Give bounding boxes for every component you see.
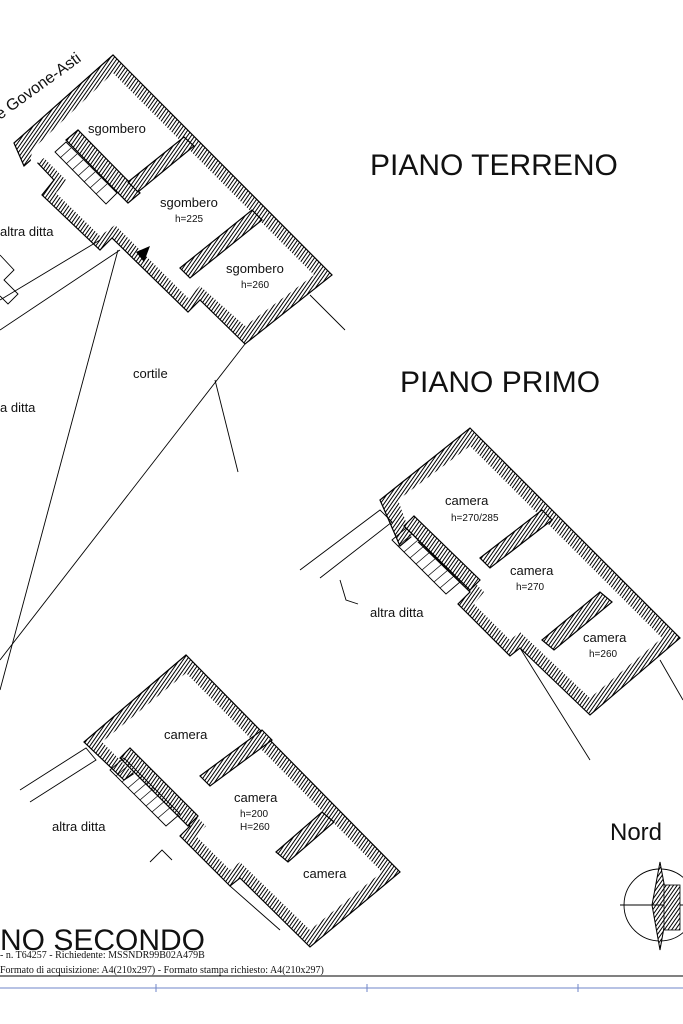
ground-room-1-label: sgombero [88, 121, 146, 136]
first-room-2-height: h=270 [516, 582, 545, 593]
second-floor-plan [19, 654, 401, 948]
first-floor-plan [299, 427, 683, 761]
second-neighbor-label: altra ditta [52, 819, 106, 834]
page-ruler [0, 984, 683, 992]
second-floor-stair [109, 757, 181, 827]
title-ground-floor: PIANO TERRENO [370, 149, 618, 182]
ground-room-2-label: sgombero [160, 195, 218, 210]
first-room-3-label: camera [583, 630, 627, 645]
ground-room-3-label: sgombero [226, 261, 284, 276]
footer-request-line: - n. T64257 - Richiedente: MSSNDR99B02A4… [0, 950, 205, 961]
first-room-3-height: h=260 [589, 649, 618, 660]
first-floor-stair [391, 527, 461, 595]
second-room-2-height-1: h=200 [240, 809, 269, 820]
ground-floor-inner-wall [65, 129, 141, 204]
ground-room-2-height: h=225 [175, 214, 204, 225]
first-neighbor-label: altra ditta [370, 605, 424, 620]
second-floor-neighbor-outline [19, 747, 281, 931]
first-room-1-label: camera [445, 493, 489, 508]
ground-floor-stair [54, 141, 118, 205]
title-first-floor: PIANO PRIMO [400, 366, 600, 399]
first-floor-neighbor-outline [299, 509, 683, 761]
courtyard-label: cortile [133, 366, 168, 381]
ground-room-3-height: h=260 [241, 280, 270, 291]
second-room-2-height-2: H=260 [240, 822, 270, 833]
pillar-mark [136, 246, 150, 262]
title-second-floor: NO SECONDO [0, 924, 205, 957]
title-north: Nord [610, 819, 662, 846]
second-room-2-label: camera [234, 790, 278, 805]
ground-floor-plan [0, 54, 346, 691]
footer-format-line: Formato di acquisizione: A4(210x297) - F… [0, 965, 324, 976]
second-room-1-label: camera [164, 727, 208, 742]
ground-neighbor-2-label: a ditta [0, 400, 36, 415]
courtyard-boundary [0, 239, 346, 691]
ground-neighbor-label: altra ditta [0, 224, 54, 239]
second-room-3-label: camera [303, 866, 347, 881]
first-room-2-label: camera [510, 563, 554, 578]
first-room-1-height: h=270/285 [451, 513, 499, 524]
north-arrow-icon [620, 861, 683, 951]
